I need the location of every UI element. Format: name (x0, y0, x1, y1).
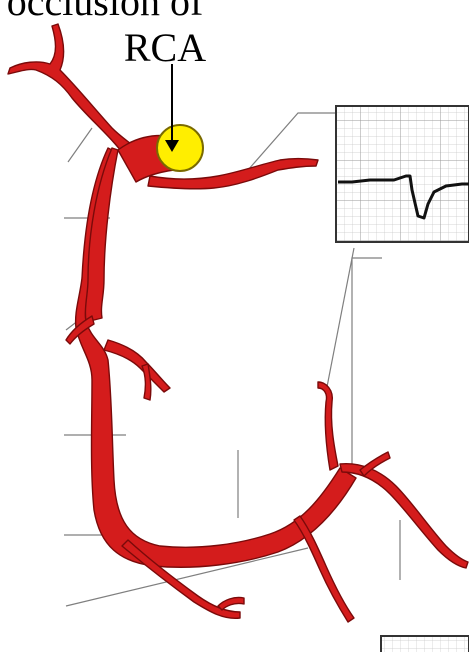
occlusion-marker (157, 64, 203, 171)
ecg-strip-bottom (381, 636, 469, 652)
leader-line-ecg-down (326, 248, 354, 392)
branch-pda (294, 516, 354, 622)
leader-line-right (352, 258, 382, 464)
ecg-grid (336, 106, 469, 242)
branch-posterolateral (340, 464, 468, 568)
branch-upper-right-twig (318, 382, 338, 470)
branch-acute-marginal (104, 340, 170, 392)
leader-line-upper-left (68, 128, 92, 162)
branch-upper-left (8, 24, 142, 160)
branch-acute-marginal-tip (142, 364, 151, 400)
ecg-strip (336, 106, 469, 242)
branch-lower-left-fork (218, 597, 244, 610)
ecg-grid-bottom (381, 636, 469, 652)
main-trunk (76, 148, 356, 567)
occlusion-circle (157, 125, 203, 171)
